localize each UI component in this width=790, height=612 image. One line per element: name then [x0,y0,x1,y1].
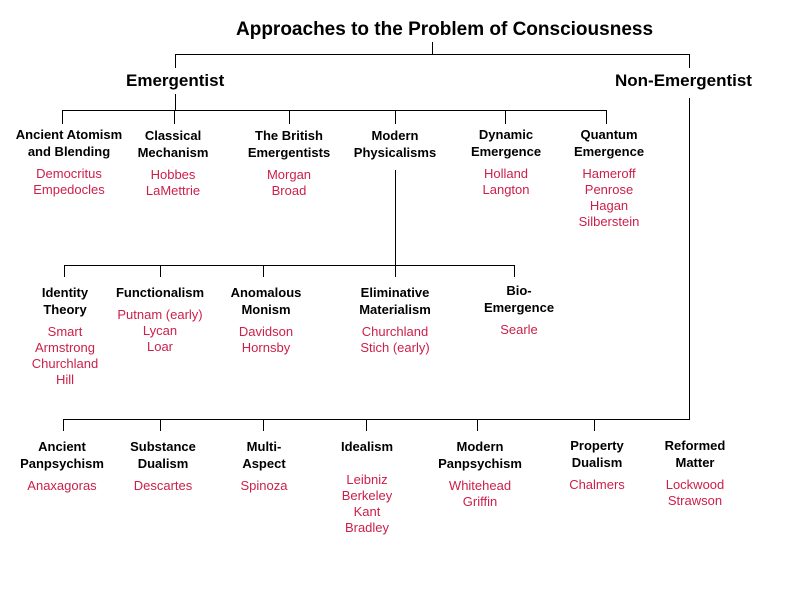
emergentist-stem [175,94,176,111]
node-name: The British Emergentists [247,128,331,160]
node-multi-aspect: Multi- Aspect Spinoza [224,438,304,494]
node-name: Property Dualism [570,438,624,470]
node-name: Idealism [340,439,394,454]
node-name: Reformed Matter [664,438,726,470]
physicalism-tick-4 [395,265,396,277]
non-emergentist-tick-5 [477,419,478,431]
node-identity-theory: Identity Theory Smart Armstrong Churchla… [20,284,110,388]
node-modern-physicalisms: Modern Physicalisms [340,127,450,161]
node-proponents: Leibniz Berkeley Kant Bradley [341,472,393,535]
node-name: Bio- Emergence [483,283,555,315]
physicalism-tick-5 [514,265,515,277]
node-proponents: Smart Armstrong Churchland Hill [31,324,99,387]
emergentist-tick-2 [174,110,175,124]
node-ancient-atomism: Ancient Atomism and Blending Democritus … [2,126,136,198]
node-british-emergentists: The British Emergentists Morgan Broad [234,127,344,199]
node-proponents: Holland Langton [482,166,530,197]
node-proponents: Spinoza [240,478,288,493]
node-ancient-panpsychism: Ancient Panpsychism Anaxagoras [8,438,116,494]
node-eliminative-materialism: Eliminative Materialism Churchland Stich… [340,284,450,356]
non-emergentist-heading: Non-Emergentist [615,71,752,90]
node-name: Ancient Panpsychism [20,439,104,471]
node-name: Modern Physicalisms [353,128,437,160]
emergentist-tick-1 [62,110,63,124]
node-proponents: Chalmers [569,477,625,492]
diagram-title: Approaches to the Problem of Consciousne… [236,19,654,40]
node-name: Functionalism [115,285,205,300]
node-proponents: Descartes [133,478,193,493]
node-proponents: Churchland Stich (early) [360,324,430,355]
node-proponents: Davidson Hornsby [238,324,294,355]
node-name: Anomalous Monism [230,285,302,317]
node-name: Modern Panpsychism [438,439,522,471]
node-name: Substance Dualism [130,439,196,471]
node-proponents: Hobbes LaMettrie [145,167,201,198]
node-proponents: Whitehead Griffin [448,478,512,509]
physicalism-tick-1 [64,265,65,277]
node-proponents: Hameroff Penrose Hagan Silberstein [578,166,640,229]
node-proponents: Democritus Empedocles [33,166,105,197]
node-idealism: Idealism Leibniz Berkeley Kant Bradley [322,438,412,536]
non-emergentist-tick-1 [63,419,64,431]
title-stem [432,42,433,54]
node-name: Multi- Aspect [242,439,286,471]
non-emergentist-bar [63,419,690,420]
physicalism-stem [395,170,396,266]
physicalism-tick-3 [263,265,264,277]
node-name: Classical Mechanism [137,128,209,160]
emergentist-bar [62,110,607,111]
emergentist-tick-3 [289,110,290,124]
node-dynamic-emergence: Dynamic Emergence Holland Langton [454,126,558,198]
emergentist-tick-5 [505,110,506,124]
node-name: Eliminative Materialism [359,285,431,317]
node-name: Ancient Atomism and Blending [15,127,123,159]
node-functionalism: Functionalism Putnam (early) Lycan Loar [104,284,216,355]
physicalism-tick-2 [160,265,161,277]
node-bio-emergence: Bio- Emergence Searle [472,282,566,338]
non-emergentist-stem [689,98,690,420]
node-modern-panpsychism: Modern Panpsychism Whitehead Griffin [424,438,536,510]
node-anomalous-monism: Anomalous Monism Davidson Hornsby [218,284,314,356]
node-property-dualism: Property Dualism Chalmers [550,437,644,493]
node-proponents: Searle [500,322,538,337]
emergentist-heading: Emergentist [126,71,225,90]
emergentist-tick-6 [606,110,607,124]
emergentist-drop [175,54,176,68]
node-name: Quantum Emergence [573,127,645,159]
node-proponents: Anaxagoras [27,478,97,493]
node-proponents: Putnam (early) Lycan Loar [117,307,203,354]
node-proponents: Morgan Broad [266,167,312,198]
node-name: Identity Theory [41,285,89,317]
emergentist-tick-4 [395,110,396,124]
top-branch-line [175,54,690,55]
non-emergentist-drop [689,54,690,68]
node-classical-mechanism: Classical Mechanism Hobbes LaMettrie [123,127,223,199]
node-proponents: Lockwood Strawson [665,477,725,508]
node-name: Dynamic Emergence [470,127,542,159]
non-emergentist-tick-6 [594,419,595,431]
physicalism-bar [64,265,515,266]
non-emergentist-tick-3 [263,419,264,431]
node-reformed-matter: Reformed Matter Lockwood Strawson [648,437,742,509]
node-quantum-emergence: Quantum Emergence Hameroff Penrose Hagan… [558,126,660,230]
non-emergentist-tick-2 [160,419,161,431]
node-substance-dualism: Substance Dualism Descartes [114,438,212,494]
non-emergentist-tick-4 [366,419,367,431]
